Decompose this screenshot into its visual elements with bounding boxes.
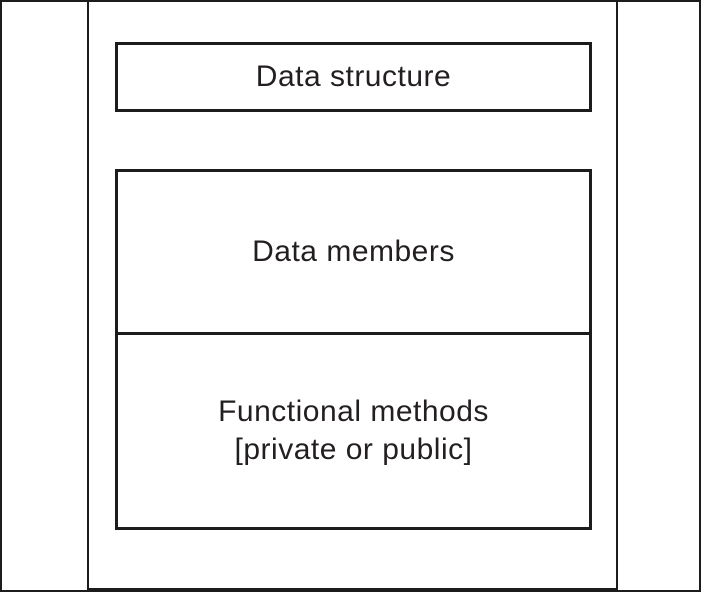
functional-methods-label-line1: Functional methods <box>218 395 489 428</box>
data-members-label: Data members <box>252 235 455 268</box>
data-structure-label: Data structure <box>255 60 452 93</box>
data-structure-box: Data structure <box>115 42 592 112</box>
functional-methods-section: Functional methods [private or public] <box>118 335 589 527</box>
class-members-box: Data members Functional methods [private… <box>115 169 592 530</box>
data-members-section: Data members <box>118 172 589 335</box>
functional-methods-label-line2: [private or public] <box>234 433 473 466</box>
